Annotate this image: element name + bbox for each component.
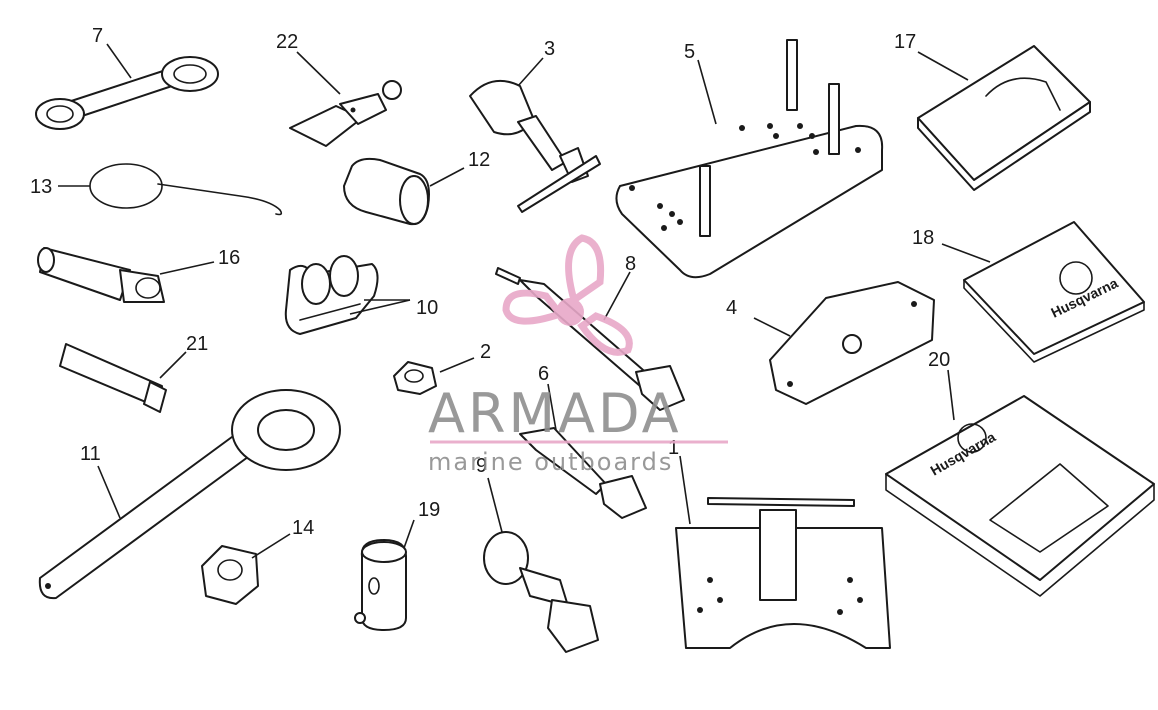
leader-19 bbox=[403, 519, 415, 549]
leader-18 bbox=[941, 243, 991, 263]
leader-17 bbox=[917, 51, 969, 81]
watermark-title: ARMADA bbox=[428, 382, 682, 445]
part-7-ring-spanner bbox=[35, 56, 219, 130]
watermark: ARMADA marine outboards bbox=[428, 234, 728, 476]
leader-6 bbox=[547, 383, 557, 431]
label-20: 20 bbox=[928, 349, 950, 371]
label-1: 1 bbox=[668, 437, 679, 459]
part-1-press-fixture bbox=[675, 497, 891, 649]
label-4: 4 bbox=[726, 297, 737, 319]
leader-5 bbox=[697, 59, 717, 125]
part-4-bracket bbox=[769, 281, 935, 405]
part-9-bolt-spacer bbox=[483, 531, 599, 653]
part-3-puller bbox=[469, 79, 601, 213]
leader-20 bbox=[947, 369, 955, 421]
leader-16 bbox=[159, 261, 215, 275]
label-3: 3 bbox=[544, 38, 555, 60]
watermark-subtitle: marine outboards bbox=[428, 448, 673, 476]
leader-21 bbox=[159, 351, 187, 379]
part-12-sleeve bbox=[343, 157, 430, 226]
part-2-nut bbox=[393, 361, 437, 395]
leader-4 bbox=[753, 317, 791, 337]
watermark-logo bbox=[502, 234, 633, 356]
part-19-collar bbox=[354, 539, 407, 631]
leader-22 bbox=[296, 51, 341, 95]
label-11: 11 bbox=[80, 443, 101, 465]
label-13: 13 bbox=[30, 176, 52, 198]
leader-12 bbox=[429, 167, 465, 187]
part-18-manual: Husqvarna bbox=[963, 221, 1145, 363]
label-16: 16 bbox=[218, 247, 240, 269]
leader-1 bbox=[679, 455, 691, 525]
part-21-hex-bar bbox=[59, 343, 167, 413]
leader-7 bbox=[106, 43, 132, 79]
part-14-nut bbox=[201, 545, 259, 605]
part-13-wire-ring bbox=[89, 163, 283, 216]
part-20-binder-manual: Husqvarna bbox=[885, 395, 1155, 597]
leader-10b bbox=[349, 299, 411, 315]
label-19: 19 bbox=[418, 499, 440, 521]
label-7: 7 bbox=[92, 25, 103, 47]
label-9: 9 bbox=[476, 455, 487, 477]
label-12: 12 bbox=[468, 149, 490, 171]
part-22-key-fob bbox=[289, 80, 402, 147]
label-10: 10 bbox=[416, 297, 438, 319]
label-21: 21 bbox=[186, 333, 208, 355]
label-14: 14 bbox=[292, 517, 314, 539]
label-22: 22 bbox=[276, 31, 298, 53]
label-5: 5 bbox=[684, 41, 695, 63]
label-18: 18 bbox=[912, 227, 934, 249]
label-8: 8 bbox=[625, 253, 636, 275]
leader-14 bbox=[251, 533, 291, 559]
leader-3 bbox=[517, 57, 544, 87]
part-6-bolt bbox=[519, 427, 647, 519]
label-6: 6 bbox=[538, 363, 549, 385]
label-17: 17 bbox=[894, 31, 916, 53]
part-11-pin-spanner bbox=[38, 389, 341, 600]
leader-9 bbox=[487, 477, 503, 533]
part-16-socket bbox=[37, 247, 165, 303]
part-5-base-plate bbox=[615, 39, 884, 279]
leader-8 bbox=[603, 271, 631, 321]
label-2: 2 bbox=[480, 341, 491, 363]
part-17-manual bbox=[917, 45, 1091, 191]
leader-11 bbox=[97, 465, 121, 519]
part-10-clamp bbox=[284, 255, 379, 335]
leader-2 bbox=[439, 357, 475, 373]
